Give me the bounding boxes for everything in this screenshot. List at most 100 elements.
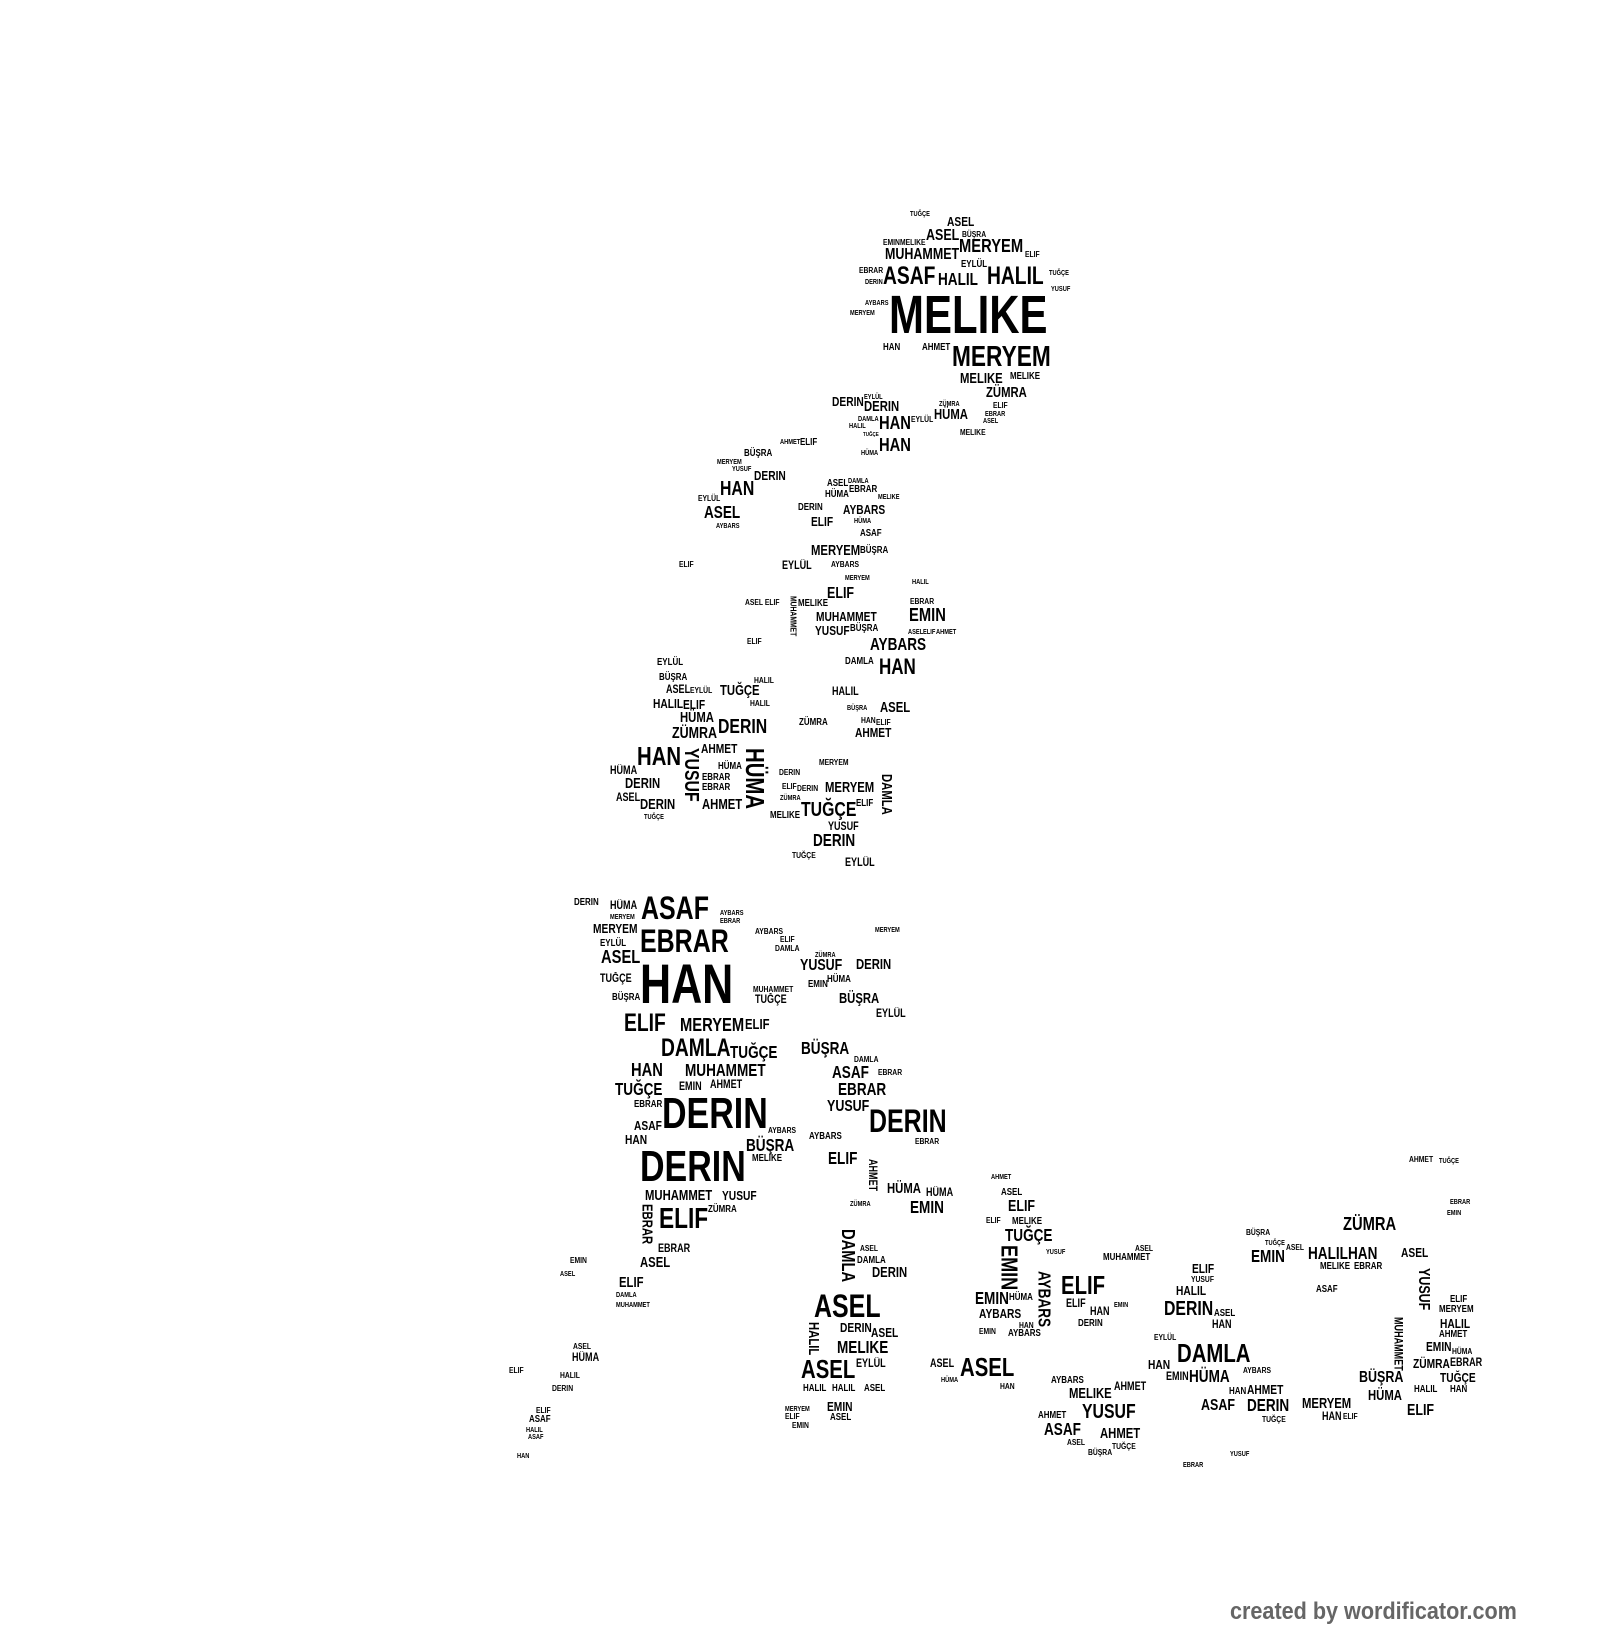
- cloud-word: HÜMA: [887, 1181, 921, 1198]
- cloud-word: BÜŞRA: [659, 672, 688, 684]
- cloud-word: ASEL: [704, 502, 741, 522]
- cloud-word: EBRAR: [910, 596, 935, 607]
- cloud-word: YUSUF: [1051, 283, 1071, 293]
- cloud-word: HALIL: [526, 1424, 543, 1434]
- cloud-word: MELIKE: [959, 370, 1003, 387]
- cloud-word: HÜMA: [1368, 1388, 1403, 1405]
- cloud-word: HALIL: [1440, 1316, 1471, 1332]
- cloud-word: ELIF: [810, 514, 833, 529]
- cloud-word: TUĞÇE: [1049, 267, 1070, 277]
- cloud-word: BÜŞRA: [1358, 1369, 1404, 1387]
- cloud-word: MERYEM: [959, 236, 1024, 258]
- cloud-word: HAN: [624, 1132, 647, 1148]
- cloud-word: AYBARS: [1243, 1364, 1272, 1375]
- cloud-word: ASAF: [529, 1414, 551, 1425]
- cloud-word: ASEL: [827, 477, 849, 489]
- cloud-word: ELIF: [1406, 1401, 1434, 1419]
- cloud-word: HÜMA: [1009, 1291, 1034, 1303]
- cloud-word: EBRAR: [837, 1079, 887, 1100]
- cloud-word: MELIKE: [889, 285, 1048, 345]
- cloud-word: ASAF: [831, 1061, 869, 1082]
- cloud-word: HAN: [1147, 1357, 1170, 1373]
- cloud-word: HAN: [1000, 1380, 1015, 1391]
- cloud-word: TUĞÇE: [644, 811, 665, 821]
- cloud-word: TUĞÇE: [791, 850, 816, 861]
- cloud-word: MELIKE: [1069, 1386, 1112, 1403]
- cloud-word: DERIN: [640, 1143, 746, 1191]
- cloud-word: MELIKE: [837, 1337, 889, 1358]
- cloud-word: AYBARS: [1034, 1270, 1055, 1327]
- cloud-word: EYLÜL: [845, 856, 875, 870]
- cloud-word: EBRAR: [657, 1242, 691, 1256]
- cloud-word: ELIF: [784, 1411, 800, 1421]
- cloud-word: MERYEM: [784, 1403, 810, 1413]
- cloud-word: EBRAR: [1450, 1356, 1483, 1370]
- cloud-word: ASEL ELIF: [744, 597, 780, 608]
- cloud-word: EMIN: [827, 1398, 853, 1414]
- cloud-word: HÜMA: [934, 407, 969, 424]
- cloud-word: HÜMA: [827, 973, 852, 985]
- cloud-word: AYBARS: [865, 298, 889, 308]
- cloud-word: AHMET: [701, 797, 743, 814]
- cloud-word: BÜŞRA: [801, 1037, 850, 1058]
- cloud-word: ELIF: [779, 934, 795, 945]
- cloud-word: HAN: [1089, 1305, 1110, 1318]
- cloud-word: ELIF: [827, 584, 855, 602]
- cloud-word: ASAF: [859, 528, 882, 539]
- cloud-word: HALIL: [749, 698, 770, 709]
- cloud-word: DERIN: [1164, 1297, 1214, 1320]
- cloud-word: EBRAR: [984, 408, 1006, 418]
- cloud-word: ASEL: [946, 214, 974, 229]
- cloud-word: ASAF: [641, 890, 710, 927]
- cloud-word: HAN: [631, 1060, 664, 1081]
- cloud-word: MUHAMMET: [616, 1300, 650, 1310]
- cloud-word: AHMET: [854, 725, 891, 741]
- cloud-word: DAMLA: [878, 774, 894, 815]
- cloud-word: ELIF: [683, 697, 706, 713]
- cloud-word: HÜMA: [853, 515, 871, 525]
- cloud-word: HALIL: [804, 1322, 821, 1356]
- cloud-word: ASEL: [871, 1324, 899, 1340]
- cloud-word: MELIKE: [752, 1153, 783, 1164]
- cloud-word: EMIN: [678, 1080, 702, 1094]
- cloud-word: MUHAMMET: [815, 609, 877, 625]
- cloud-word: HAN: [1321, 1409, 1342, 1423]
- cloud-word: DERIN: [662, 1089, 768, 1138]
- cloud-word: TUĞÇE: [755, 993, 787, 1007]
- cloud-word: EMIN: [909, 605, 946, 627]
- cloud-word: DAMLA: [660, 1035, 731, 1063]
- cloud-word: ELIF: [536, 1405, 551, 1416]
- cloud-word: DERIN: [624, 776, 660, 793]
- cloud-word: ZÜMRA: [780, 793, 801, 802]
- cloud-word: MUHAMMET: [685, 1059, 766, 1080]
- cloud-word: EBRAR: [640, 922, 729, 959]
- cloud-word: TUĞÇE: [1440, 1369, 1477, 1385]
- cloud-word: AYBARS: [870, 633, 927, 654]
- cloud-word: AHMET: [990, 1171, 1011, 1181]
- cloud-word: ELIF: [659, 1203, 709, 1236]
- cloud-word: HÜMA: [861, 447, 879, 457]
- cloud-word: DAMLA: [616, 1289, 637, 1299]
- cloud-word: HÜMA: [609, 899, 637, 913]
- cloud-word: DAMLA: [858, 413, 879, 423]
- cloud-word: HALIL: [559, 1370, 580, 1381]
- cloud-word: DERIN: [1078, 1317, 1104, 1329]
- cloud-word: BÜŞRA: [743, 447, 772, 459]
- cloud-word: DERIN: [864, 399, 900, 416]
- cloud-word: ELIF: [1065, 1296, 1086, 1310]
- cloud-word: ELIF: [1343, 1411, 1358, 1421]
- cloud-word: EYLÜL: [864, 392, 883, 402]
- cloud-word: AHMET: [1439, 1329, 1468, 1341]
- cloud-word: AHMET: [865, 1159, 879, 1192]
- cloud-word: TUĞÇE: [1112, 1441, 1136, 1452]
- cloud-word: AYBARS: [978, 1306, 1021, 1322]
- cloud-word: DAMLA: [1176, 1337, 1251, 1368]
- cloud-word: TUĞÇE: [1261, 1414, 1286, 1425]
- cloud-word: MERYEM: [593, 920, 638, 936]
- cloud-word: AHMET: [1114, 1380, 1147, 1394]
- cloud-word: DERIN: [798, 501, 823, 513]
- cloud-word: ASEL: [1066, 1437, 1085, 1448]
- cloud-word: EYLÜL: [911, 414, 934, 425]
- cloud-word: EYLÜL: [697, 492, 720, 503]
- cloud-word: DERIN: [640, 797, 676, 814]
